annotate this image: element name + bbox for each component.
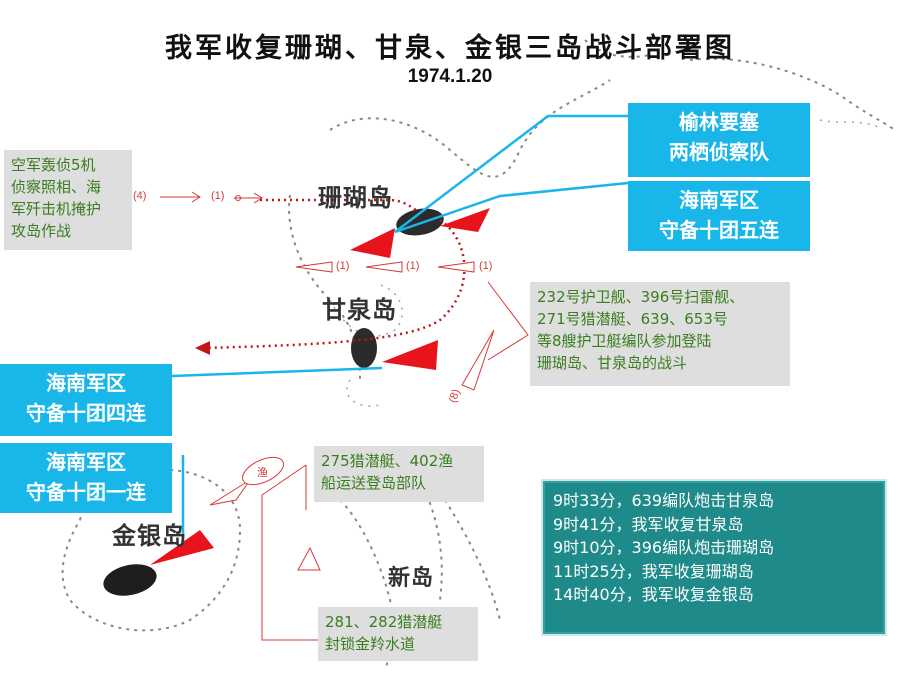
- unit-yulin: 榆林要塞 两栖侦察队: [628, 103, 810, 177]
- reef-outlines-2: [329, 119, 881, 407]
- map-title: 我军收复珊瑚、甘泉、金银三岛战斗部署图: [165, 33, 735, 64]
- shanhu-island: [396, 208, 444, 236]
- route-arrowhead: [195, 341, 210, 355]
- label-ganquan: 甘泉岛: [322, 295, 397, 324]
- event-item: 14时40分，我军收复金银岛: [553, 585, 754, 604]
- blockade-note: 281、282猎潜艇 封锁金羚水道: [318, 607, 478, 661]
- air-arrows: [160, 191, 263, 204]
- unit-hainan-10th-1: 海南军区 守备十团一连: [0, 443, 172, 513]
- event-item: 9时41分，我军收复甘泉岛: [553, 514, 744, 534]
- ganquan-island: [351, 328, 377, 368]
- event-item: 9时33分，639编队炮击甘泉岛: [553, 491, 775, 510]
- label-air-4: (4): [133, 190, 147, 202]
- label-ship-1b: (1): [406, 260, 420, 272]
- unit-hainan-10th-4: 海南军区 守备十团四连: [0, 364, 172, 436]
- jinyin-island: [103, 564, 157, 596]
- assault-arrows: [150, 208, 490, 565]
- support-lines: [261, 281, 529, 641]
- map-date: 1974.1.20: [407, 66, 493, 87]
- unit-hainan-10th-5: 海南军区 守备十团五连: [628, 181, 810, 251]
- air-recon-note: 空军轰侦5机 侦察照相、海 军歼击机掩护 攻岛作战: [4, 150, 132, 250]
- ship-markers: [209, 261, 495, 571]
- patrol-routes: [199, 198, 466, 350]
- fleet-note: 232号护卫舰、396号扫雷舰、 271号猎潜艇、639、653号 等8艘护卫艇…: [530, 282, 790, 386]
- label-jinyin: 金银岛: [112, 521, 187, 550]
- label-air-1: (1): [211, 190, 225, 202]
- label-fishing-boat: 渔: [257, 467, 268, 479]
- event-item: 11时25分，我军收复珊瑚岛: [553, 561, 754, 581]
- label-ship-1a: (1): [336, 260, 350, 272]
- label-ship-1c: (1): [479, 260, 493, 272]
- unit-lines: [171, 114, 629, 548]
- events-timeline: 9时33分，639编队炮击甘泉岛 9时41分，我军收复甘泉岛 9时10分，396…: [541, 479, 887, 636]
- event-item: 9时10分，396编队炮击珊瑚岛: [553, 538, 775, 557]
- label-new-island: 新岛: [388, 565, 435, 591]
- label-shanhu: 珊瑚岛: [318, 183, 393, 212]
- transport-note: 275猎潜艇、402渔 船运送登岛部队: [314, 446, 484, 502]
